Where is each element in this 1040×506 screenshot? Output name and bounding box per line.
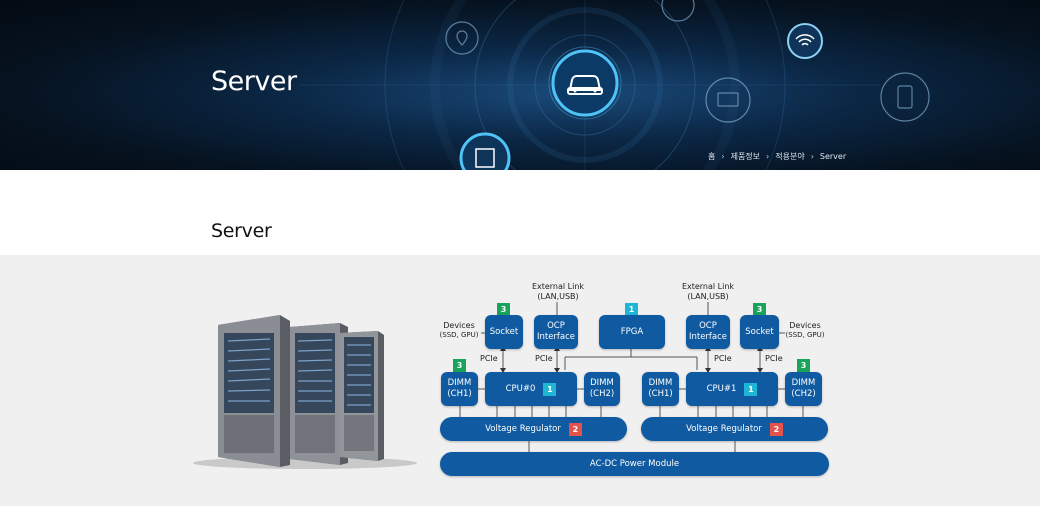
pcie-label: PCIe <box>714 354 732 363</box>
badge-voltage-right: 2 <box>769 422 783 436</box>
dimm-ch2-left-block: DIMM(CH2) <box>584 372 620 406</box>
wifi-icon-circle <box>787 23 823 59</box>
external-link-label-right: External Link(LAN,USB) <box>681 282 735 301</box>
dimm-ch2-right-block: DIMM(CH2) <box>785 372 822 406</box>
section-title: Server <box>211 220 272 242</box>
chevron-right-icon: › <box>810 152 814 161</box>
badge-cpu1: 1 <box>744 382 758 396</box>
pcie-label: PCIe <box>480 354 498 363</box>
devices-label-right: Devices(SSD, GPU) <box>785 321 825 339</box>
page-title: Server <box>211 66 297 97</box>
hero-banner: Server 홈 › 제품정보 › 적용분야 › Server <box>0 0 1040 170</box>
dimm-ch1-left-block: DIMM(CH1) <box>441 372 478 406</box>
car-icon-circle <box>548 46 622 120</box>
ac-dc-power-module-block: AC-DC Power Module <box>440 452 829 476</box>
pcie-label: PCIe <box>535 354 553 363</box>
external-link-label-left: External Link(LAN,USB) <box>531 282 585 301</box>
chip-icon-circle <box>459 132 511 170</box>
badge-voltage-left: 2 <box>568 422 582 436</box>
badge-cpu0: 1 <box>543 382 557 396</box>
pcie-label: PCIe <box>765 354 783 363</box>
breadcrumb: 홈 › 제품정보 › 적용분야 › Server <box>708 151 846 162</box>
server-rack-image <box>193 315 417 469</box>
dimm-ch1-right-block: DIMM(CH1) <box>642 372 679 406</box>
badge-fpga: 1 <box>625 303 638 316</box>
breadcrumb-products[interactable]: 제품정보 <box>730 152 761 161</box>
breadcrumb-home[interactable]: 홈 <box>708 152 716 161</box>
devices-label-left: Devices(SSD, GPU) <box>439 321 479 339</box>
breadcrumb-current[interactable]: Server <box>819 152 847 161</box>
badge-socket-left: 3 <box>497 303 510 316</box>
badge-socket-right: 3 <box>753 303 766 316</box>
hero-tech-background <box>300 0 930 170</box>
badge-dimm-ch1-left: 3 <box>453 359 466 372</box>
fpga-block: FPGA <box>599 315 665 349</box>
socket-right-block: Socket <box>740 315 779 349</box>
chevron-right-icon: › <box>766 152 770 161</box>
breadcrumb-applications[interactable]: 적용분야 <box>775 152 805 161</box>
badge-dimm-ch2-right: 3 <box>797 359 810 372</box>
chevron-right-icon: › <box>721 152 725 161</box>
socket-left-block: Socket <box>485 315 523 349</box>
